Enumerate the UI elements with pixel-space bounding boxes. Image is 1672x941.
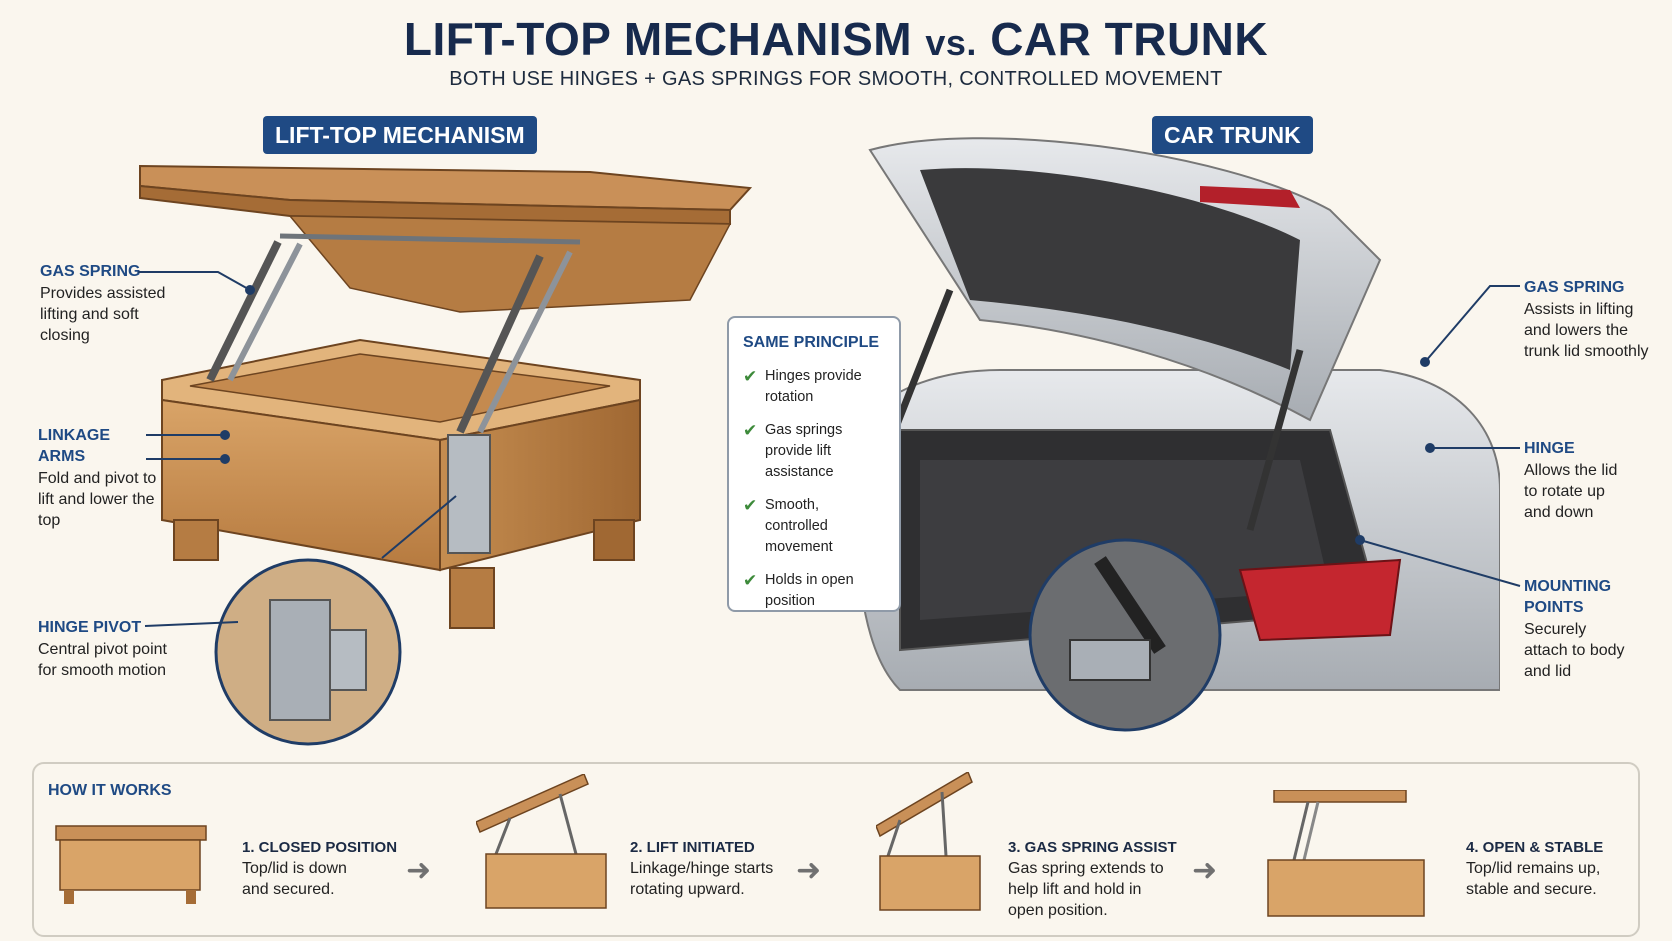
step-3: 3. GAS SPRING ASSIST Gas spring extends … [1008,837,1177,921]
step-4: 4. OPEN & STABLE Top/lid remains up, sta… [1466,837,1616,900]
how-it-works-title: HOW IT WORKS [48,782,172,799]
arrow-right-icon: ➜ [796,854,822,887]
gas-spring-assist-icon [876,772,981,911]
principle-item-label: Smooth, controlled movement [765,497,833,555]
callout-linkage-arms: LINKAGE ARMS Fold and pivot to lift and … [38,425,158,531]
callout-desc: Central pivot point for smooth motion [38,641,167,679]
callout-desc: Assists in lifting and lowers the trunk … [1524,301,1649,360]
step-desc: Linkage/hinge starts rotating upward. [630,860,774,898]
car-trunk-badge: CAR TRUNK [1152,116,1313,154]
callout-desc: Allows the lid to rotate up and down [1524,462,1618,521]
callout-title: MOUNTING POINTS [1524,578,1612,616]
callout-gas-spring-left: GAS SPRING Provides assisted lifting and… [40,261,180,346]
lift-top-table-illustration [139,164,753,746]
callout-desc: Securely attach to body and lid [1524,621,1625,680]
arrow-right-icon: ➜ [406,854,432,887]
check-icon: ✔ [743,496,758,515]
principle-item: ✔ Gas springs provide lift assistance [743,420,885,483]
callout-hinge: HINGE Allows the lid to rotate up and do… [1524,438,1634,523]
callout-hinge-pivot: HINGE PIVOT Central pivot point for smoo… [38,617,168,681]
callout-gas-spring-right: GAS SPRING Assists in lifting and lowers… [1524,277,1649,362]
page-subtitle: BOTH USE HINGES + GAS SPRINGS FOR SMOOTH… [449,68,1223,90]
step-title: 4. OPEN & STABLE [1466,839,1604,856]
principle-item: ✔ Holds in open position [743,570,885,612]
car-trunk-illustration [860,137,1500,732]
page-title: LIFT-TOP MECHANISM vs. CAR TRUNK [0,12,1672,66]
callout-title: GAS SPRING [1524,279,1625,296]
callout-title: LINKAGE ARMS [38,427,110,465]
title-part-a: LIFT-TOP MECHANISM [403,13,913,65]
principle-item-label: Holds in open position [765,572,854,609]
check-icon: ✔ [743,421,758,440]
step-desc: Gas spring extends to help lift and hold… [1008,860,1164,919]
principle-item: ✔ Smooth, controlled movement [743,495,885,558]
step-title: 3. GAS SPRING ASSIST [1008,839,1177,856]
callout-mounting-points: MOUNTING POINTS Securely attach to body … [1524,576,1634,682]
check-icon: ✔ [743,571,758,590]
principle-title: SAME PRINCIPLE [743,334,880,351]
lift-initiated-icon [476,774,607,909]
step-desc: Top/lid remains up, stable and secure. [1466,860,1601,898]
principle-item-label: Gas springs provide lift assistance [765,422,843,480]
check-icon: ✔ [743,367,758,386]
callout-title: GAS SPRING [40,263,141,280]
step-title: 2. LIFT INITIATED [630,839,755,856]
step-2: 2. LIFT INITIATED Linkage/hinge starts r… [630,837,780,900]
open-stable-icon [1267,790,1425,917]
principle-item-label: Hinges provide rotation [765,368,862,405]
title-vs: vs. [925,22,977,63]
principle-item: ✔ Hinges provide rotation [743,366,885,408]
title-part-b: CAR TRUNK [990,13,1269,65]
callout-title: HINGE PIVOT [38,619,142,636]
step-desc: Top/lid is down and secured. [242,860,347,898]
step-title: 1. CLOSED POSITION [242,839,398,856]
lift-top-badge: LIFT-TOP MECHANISM [263,116,537,154]
callout-desc: Fold and pivot to lift and lower the top [38,470,157,529]
step-1: 1. CLOSED POSITION Top/lid is down and s… [242,837,397,900]
arrow-right-icon: ➜ [1192,854,1218,887]
same-principle-panel: SAME PRINCIPLE ✔ Hinges provide rotation… [727,316,901,612]
callout-desc: Provides assisted lifting and soft closi… [40,285,166,344]
how-it-works-panel: HOW IT WORKS 1. CLOSED POSITION Top/lid … [32,762,1640,937]
callout-title: HINGE [1524,440,1575,457]
closed-table-icon [55,825,207,904]
